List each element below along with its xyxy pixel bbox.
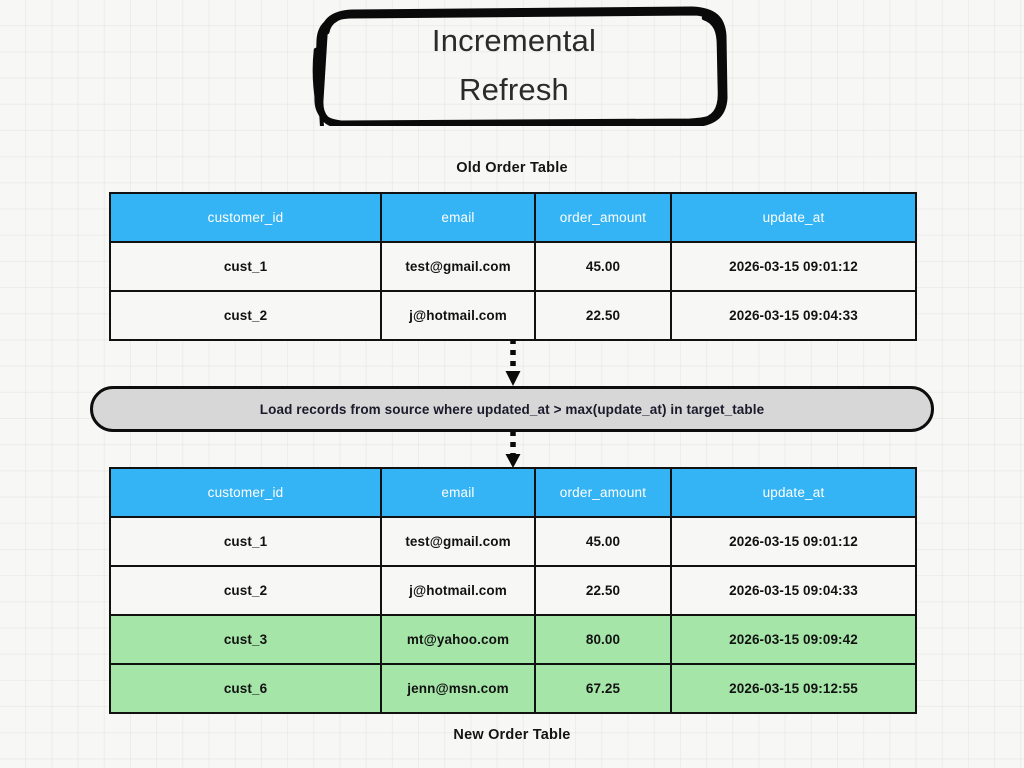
cell-email: test@gmail.com <box>380 241 536 292</box>
cell-order-amount: 45.00 <box>534 516 672 567</box>
cell-update-at: 2026-03-15 09:09:42 <box>670 614 917 665</box>
table-row-new-record: cust_3 mt@yahoo.com 80.00 2026-03-15 09:… <box>109 614 917 665</box>
cell-customer-id: cust_3 <box>109 614 382 665</box>
cell-email: test@gmail.com <box>380 516 536 567</box>
cell-order-amount: 67.25 <box>534 663 672 714</box>
column-header-customer-id: customer_id <box>109 192 382 243</box>
cell-customer-id: cust_6 <box>109 663 382 714</box>
title-block: Incremental Refresh <box>300 6 728 126</box>
column-header-update-at: update_at <box>670 192 917 243</box>
old-table-caption: Old Order Table <box>456 160 568 176</box>
column-header-email: email <box>380 467 536 518</box>
table-header-row: customer_id email order_amount update_at <box>109 192 917 243</box>
column-header-order-amount: order_amount <box>534 467 672 518</box>
cell-update-at: 2026-03-15 09:01:12 <box>670 241 917 292</box>
cell-email: j@hotmail.com <box>380 290 536 341</box>
new-table-body: cust_1 test@gmail.com 45.00 2026-03-15 0… <box>109 516 917 714</box>
cell-update-at: 2026-03-15 09:04:33 <box>670 290 917 341</box>
cell-customer-id: cust_2 <box>109 565 382 616</box>
cell-update-at: 2026-03-15 09:01:12 <box>670 516 917 567</box>
process-step-box: Load records from source where updated_a… <box>90 386 934 432</box>
cell-email: j@hotmail.com <box>380 565 536 616</box>
cell-order-amount: 22.50 <box>534 290 672 341</box>
old-table-header: customer_id email order_amount update_at <box>109 192 917 243</box>
cell-email: jenn@msn.com <box>380 663 536 714</box>
cell-order-amount: 45.00 <box>534 241 672 292</box>
new-order-table: customer_id email order_amount update_at… <box>109 467 917 714</box>
table-header-row: customer_id email order_amount update_at <box>109 467 917 518</box>
process-step-label: Load records from source where updated_a… <box>259 401 765 417</box>
column-header-email: email <box>380 192 536 243</box>
sketchy-box-border-icon <box>312 6 728 126</box>
cell-customer-id: cust_1 <box>109 241 382 292</box>
cell-customer-id: cust_1 <box>109 516 382 567</box>
table-row: cust_1 test@gmail.com 45.00 2026-03-15 0… <box>109 516 917 567</box>
new-table-caption: New Order Table <box>453 727 571 743</box>
table-row: cust_1 test@gmail.com 45.00 2026-03-15 0… <box>109 241 917 292</box>
table-row-new-record: cust_6 jenn@msn.com 67.25 2026-03-15 09:… <box>109 663 917 714</box>
old-table-body: cust_1 test@gmail.com 45.00 2026-03-15 0… <box>109 241 917 341</box>
new-table-header: customer_id email order_amount update_at <box>109 467 917 518</box>
old-order-table: customer_id email order_amount update_at… <box>109 192 917 341</box>
column-header-update-at: update_at <box>670 467 917 518</box>
cell-update-at: 2026-03-15 09:12:55 <box>670 663 917 714</box>
cell-customer-id: cust_2 <box>109 290 382 341</box>
table-row: cust_2 j@hotmail.com 22.50 2026-03-15 09… <box>109 565 917 616</box>
cell-order-amount: 80.00 <box>534 614 672 665</box>
cell-order-amount: 22.50 <box>534 565 672 616</box>
cell-email: mt@yahoo.com <box>380 614 536 665</box>
dotted-arrow-down-icon <box>505 339 521 386</box>
column-header-customer-id: customer_id <box>109 467 382 518</box>
column-header-order-amount: order_amount <box>534 192 672 243</box>
cell-update-at: 2026-03-15 09:04:33 <box>670 565 917 616</box>
page-title: Incremental Refresh <box>431 23 597 107</box>
table-row: cust_2 j@hotmail.com 22.50 2026-03-15 09… <box>109 290 917 341</box>
dotted-arrow-down-icon <box>505 431 521 468</box>
